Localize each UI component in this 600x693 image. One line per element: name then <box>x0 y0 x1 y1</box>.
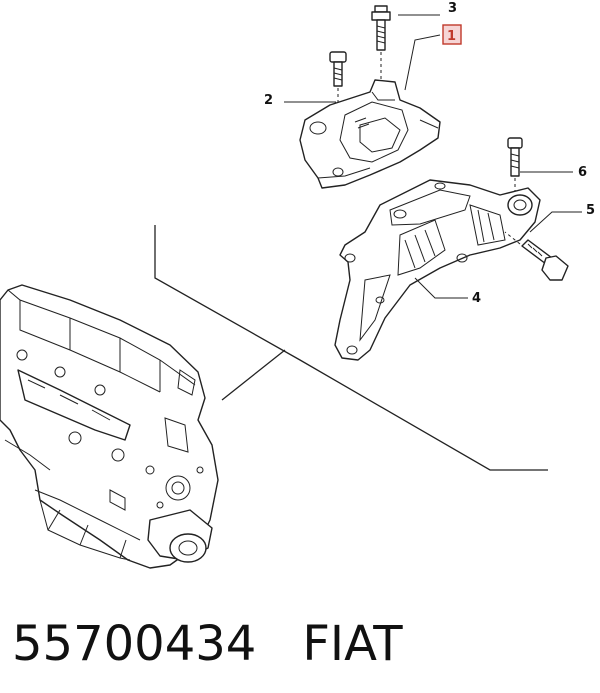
svg-text:4: 4 <box>472 291 481 306</box>
detail-frame-lines <box>154 225 548 471</box>
part-caption: 55700434 FIAT <box>12 604 592 684</box>
callout-6: 6 <box>578 165 587 180</box>
exploded-parts-diagram: 3 1 2 6 5 4 <box>0 1 595 569</box>
bolt-part-6 <box>507 137 523 195</box>
engine-mount-part-1 <box>299 79 441 189</box>
callout-1-highlight: 1 <box>442 24 462 45</box>
bolt-part-3 <box>371 5 391 80</box>
callout-1-box <box>442 24 462 45</box>
svg-text:2: 2 <box>264 93 273 108</box>
callout-4: 4 <box>472 291 481 306</box>
svg-text:6: 6 <box>578 165 587 180</box>
callout-2: 2 <box>264 93 273 108</box>
svg-text:5: 5 <box>586 203 595 218</box>
brand-name: FIAT <box>302 616 403 672</box>
bolt-part-5 <box>504 231 569 281</box>
bolt-part-2 <box>329 51 347 110</box>
callout-5: 5 <box>586 203 595 218</box>
svg-text:3: 3 <box>448 1 457 16</box>
engine-block-illustration <box>0 284 219 569</box>
leader-lines <box>284 14 582 299</box>
callout-3: 3 <box>448 1 457 16</box>
part-number: 55700434 <box>12 616 257 672</box>
svg-text:1: 1 <box>447 29 456 44</box>
mount-bracket-part-4 <box>334 179 541 361</box>
